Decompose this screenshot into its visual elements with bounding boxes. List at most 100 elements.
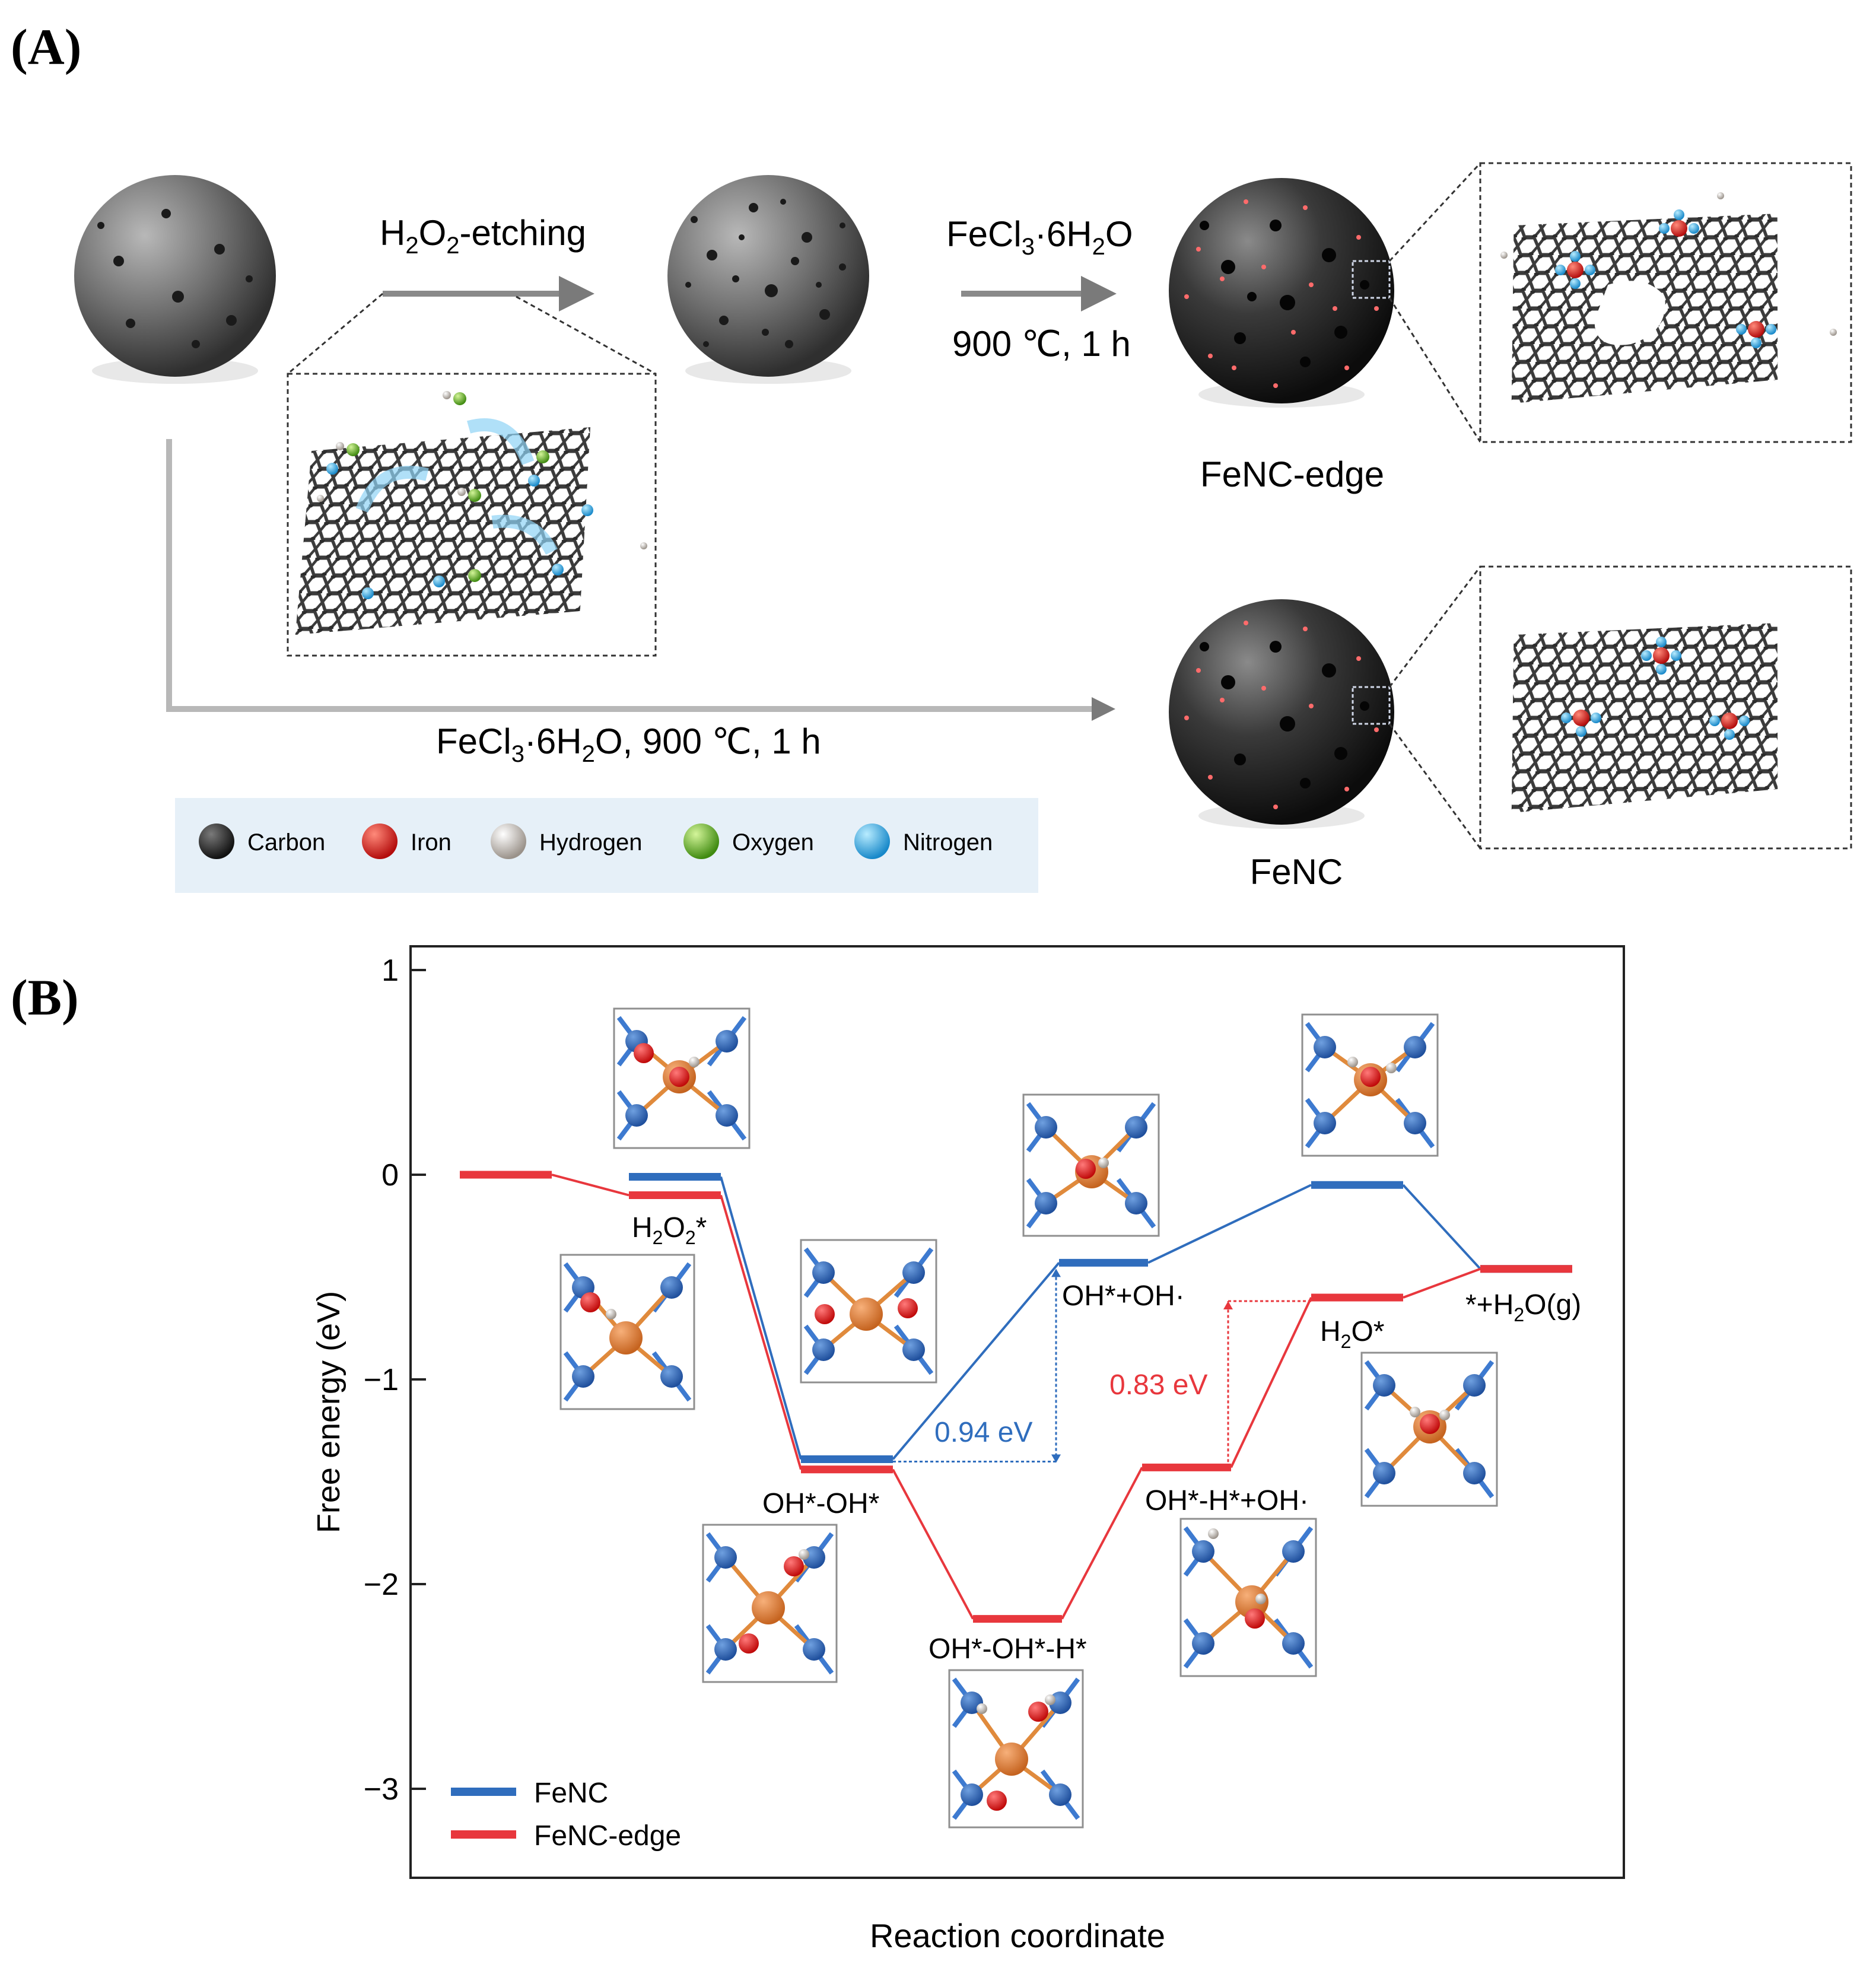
etched-sphere xyxy=(667,175,869,384)
fenc-zoom xyxy=(1388,565,1852,850)
hydrogen-atom xyxy=(1386,1063,1397,1073)
legend-atom-iron xyxy=(362,823,398,859)
direct-route-label: FeCl3·6H2O, 900 ℃, 1 h xyxy=(436,721,821,767)
legend-atom-carbon xyxy=(199,823,234,859)
oxygen-atom xyxy=(784,1556,804,1576)
fe-atom xyxy=(609,1321,643,1354)
legend-label-iron: Iron xyxy=(411,829,451,856)
state-label-ohh-radical: OH*-H*+OH· xyxy=(1145,1485,1309,1516)
legend-label-nitrogen: Nitrogen xyxy=(903,829,993,856)
oxygen-atom xyxy=(815,1304,835,1324)
state-label-h2o: H2O* xyxy=(1320,1316,1384,1352)
connector-fenc xyxy=(1147,1184,1312,1264)
hydrogen-atom xyxy=(689,1057,699,1067)
hydrogen-atom xyxy=(799,1549,809,1560)
structure-inset-ohh-radical xyxy=(1179,1518,1317,1677)
h2o2-molecules xyxy=(317,391,647,599)
structure-inset-ohoh-top xyxy=(800,1239,937,1384)
structure-inset-h2o2-top xyxy=(613,1007,751,1149)
pyrolysis-step: FeCl3·6H2O 900 ℃, 1 h xyxy=(946,214,1133,364)
state-label-ohohh: OH*-OH*-H* xyxy=(929,1633,1087,1665)
y-axis: 1 0 −1 −2 −3 xyxy=(364,953,426,1807)
connector-fenc xyxy=(720,1176,802,1460)
structure-inset-h2o-top xyxy=(1301,1013,1439,1157)
y-tick-label: −2 xyxy=(364,1567,399,1602)
connector-fenc-edge xyxy=(1230,1297,1312,1468)
fenc-edge-label: FeNC-edge xyxy=(1200,454,1384,494)
oxygen-atom xyxy=(1420,1414,1440,1434)
structure-inset-h2o2-bottom xyxy=(559,1254,695,1410)
x-axis-title: Reaction coordinate xyxy=(870,1917,1165,1954)
precursor-sphere xyxy=(74,175,276,384)
connector-fenc-edge xyxy=(720,1194,802,1470)
structure-inset-ohoh-bottom xyxy=(702,1524,838,1683)
hydrogen-atom xyxy=(1410,1407,1420,1417)
legend-label-hydrogen: Hydrogen xyxy=(539,829,642,856)
oxygen-atom xyxy=(1360,1067,1381,1087)
structure-inset-ohoh-radical xyxy=(1022,1093,1160,1237)
y-tick-label: −1 xyxy=(364,1363,399,1397)
etching-inset xyxy=(287,292,657,657)
legend-label-carbon: Carbon xyxy=(247,829,325,856)
fe-atom xyxy=(850,1298,883,1331)
fenc-label: FeNC xyxy=(1250,852,1343,892)
state-label-ohoh: OH*-OH* xyxy=(762,1488,879,1519)
fe-atom xyxy=(995,1743,1028,1776)
y-tick-label: 0 xyxy=(381,1158,399,1193)
legend-label-oxygen: Oxygen xyxy=(732,829,814,856)
oxygen-atom xyxy=(1028,1702,1048,1722)
connector-fenc xyxy=(1402,1184,1481,1270)
oxygen-atom xyxy=(898,1298,918,1318)
panel-a-label: (A) xyxy=(11,18,81,75)
y-tick-label: −3 xyxy=(364,1772,399,1807)
hydrogen-atom xyxy=(1439,1410,1450,1420)
legend-atom-oxygen xyxy=(683,823,719,859)
barrier-arrowtail-fenc xyxy=(1051,1454,1061,1463)
step2-reagent-label: FeCl3·6H2O xyxy=(946,214,1133,260)
structure-inset-h2o-bottom xyxy=(1360,1352,1498,1507)
fe-n4-sites-edge xyxy=(1500,192,1837,348)
state-label-final: *+H2O(g) xyxy=(1465,1289,1581,1325)
legend-label-fenc: FeNC xyxy=(534,1778,608,1809)
hydrogen-atom xyxy=(977,1703,987,1714)
fe-n4-sites xyxy=(1561,637,1750,740)
hydrogen-atom xyxy=(1208,1528,1219,1539)
fenc-sphere xyxy=(1169,599,1394,829)
panel-b-label: (B) xyxy=(11,969,79,1026)
legend-label-fenc-edge: FeNC-edge xyxy=(534,1820,681,1852)
fenc-edge-sphere xyxy=(1169,178,1394,408)
connector-fenc-edge xyxy=(1061,1467,1143,1620)
connector-fenc-edge xyxy=(551,1174,629,1197)
state-label-ohoh-radical: OH*+OH· xyxy=(1062,1280,1185,1312)
oxygen-atom xyxy=(1076,1159,1096,1179)
connector-fenc xyxy=(892,1262,1060,1460)
state-label-h2o2: H2O2* xyxy=(632,1212,707,1248)
etching-step: H2O2-etching xyxy=(380,213,594,311)
barrier-arrowhead-fenc xyxy=(1051,1268,1061,1277)
oxygen-atom xyxy=(669,1067,689,1087)
barrier-label-fenc: 0.94 eV xyxy=(934,1417,1032,1448)
step2-conditions-label: 900 ℃, 1 h xyxy=(952,324,1131,364)
fenc-edge-zoom xyxy=(1388,162,1852,443)
hydrogen-atom xyxy=(1347,1057,1358,1067)
barrier-label-fenc-edge: 0.83 eV xyxy=(1109,1369,1207,1401)
direct-route: FeCl3·6H2O, 900 ℃, 1 h xyxy=(166,439,1115,767)
structure-insets xyxy=(559,1007,1498,1829)
hydrogen-atom xyxy=(1255,1594,1266,1604)
atom-legend: Carbon Iron Hydrogen Oxygen Nitrogen xyxy=(175,798,1038,893)
y-tick-label: 1 xyxy=(381,953,399,988)
free-energy-chart: 1 0 −1 −2 −3 Free energy (eV) Reaction coord… xyxy=(311,945,1625,1954)
y-axis-title: Free energy (eV) xyxy=(311,1291,346,1533)
connector-fenc-edge xyxy=(1403,1267,1481,1299)
oxygen-atom xyxy=(739,1633,759,1654)
fe-atom xyxy=(752,1591,785,1624)
structure-inset-ohohh xyxy=(948,1669,1084,1829)
connector-fenc-edge xyxy=(892,1468,974,1620)
plot-frame xyxy=(409,945,1625,1879)
oxygen-atom xyxy=(634,1043,654,1063)
oxygen-atom xyxy=(580,1292,600,1312)
oxygen-atom xyxy=(987,1791,1007,1811)
legend-atom-hydrogen xyxy=(491,823,526,859)
oxygen-atom xyxy=(1245,1608,1265,1629)
